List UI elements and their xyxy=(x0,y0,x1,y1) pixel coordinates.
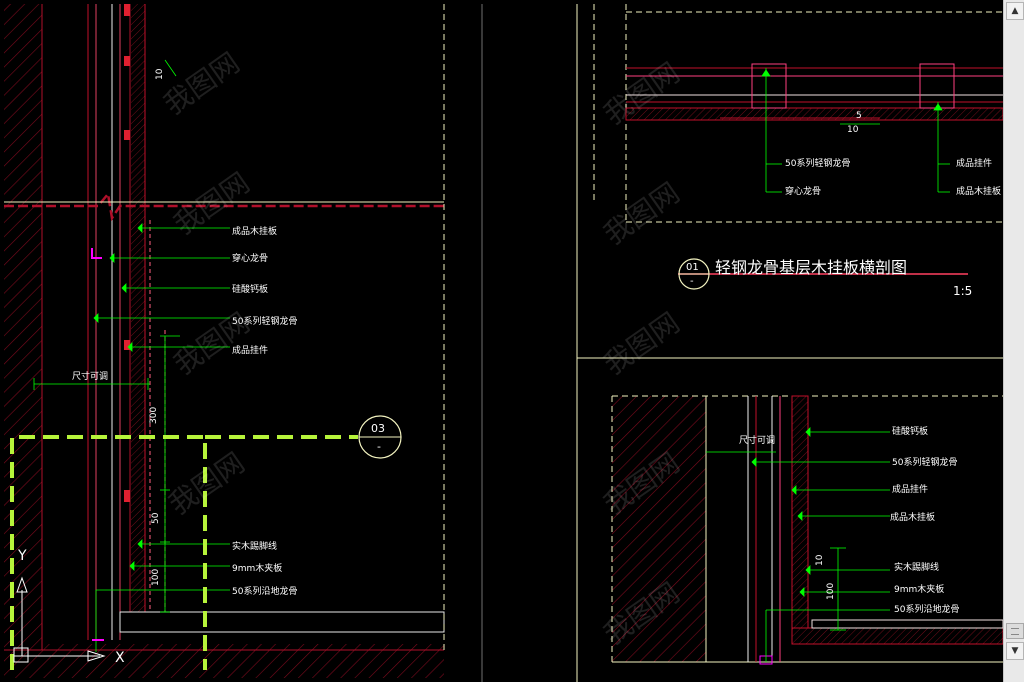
left-wall-section xyxy=(4,4,445,678)
section-number: 01 xyxy=(686,262,699,273)
bottom-right-section xyxy=(611,395,1003,665)
section-title: 轻钢龙骨基层木挂板横剖图 xyxy=(715,258,908,277)
scroll-down-button[interactable]: ▼ xyxy=(1006,642,1024,660)
section-sheet: - xyxy=(690,276,694,287)
dim-adjustable: 尺寸可调 xyxy=(72,372,109,382)
dim-50: 50 xyxy=(151,512,161,524)
label-floor-keel: 50系列沿地龙骨 xyxy=(232,587,298,597)
callout-bubble-03[interactable] xyxy=(358,415,402,459)
dim-adjustable-br: 尺寸可调 xyxy=(739,436,776,446)
ucs-x-label: X xyxy=(115,650,125,666)
label-calcium-silicate-board-br: 硅酸钙板 xyxy=(892,427,929,437)
label-plywood: 9mm木夹板 xyxy=(232,564,283,574)
section-scale: 1:5 xyxy=(953,284,973,298)
label-calcium-silicate-board: 硅酸钙板 xyxy=(232,285,269,295)
ucs-icon xyxy=(13,576,106,663)
dim-10-top: 10 xyxy=(847,125,859,135)
cad-drawing-canvas[interactable] xyxy=(0,0,1003,682)
callout-sheet: - xyxy=(377,440,381,453)
dim-300: 300 xyxy=(149,406,159,424)
label-skirting-br: 实木踢脚线 xyxy=(894,563,940,573)
label-hanger: 成品挂件 xyxy=(232,346,269,356)
label-steel-keel-top: 50系列轻钢龙骨 xyxy=(785,159,851,169)
label-wood-panel: 成品木挂板 xyxy=(232,227,278,237)
vertical-scrollbar[interactable]: ▲ ▼ xyxy=(1003,0,1024,682)
label-wood-panel-br: 成品木挂板 xyxy=(890,513,936,523)
label-steel-keel: 50系列轻钢龙骨 xyxy=(232,317,298,327)
label-through-keel-top: 穿心龙骨 xyxy=(785,187,822,197)
dim-100: 100 xyxy=(151,568,161,586)
left-magenta-marks xyxy=(91,248,104,641)
label-steel-keel-br: 50系列轻钢龙骨 xyxy=(892,458,958,468)
section-title-block xyxy=(678,258,968,290)
label-hanger-br: 成品挂件 xyxy=(892,485,929,495)
label-plywood-br: 9mm木夹板 xyxy=(894,585,945,595)
top-right-leaders xyxy=(761,68,950,193)
dim-5-top: 5 xyxy=(856,111,862,121)
label-wood-panel-top: 成品木挂板 xyxy=(956,187,1002,197)
dim-100-br: 100 xyxy=(826,582,836,600)
drawing-viewport[interactable]: 我图网 我图网 我图网 我图网 我图网 我图网 我图网 我图网 我图网 成品木挂… xyxy=(0,0,1003,682)
dim-10: 10 xyxy=(155,68,165,80)
callout-number: 03 xyxy=(371,422,385,435)
label-skirting: 实木踢脚线 xyxy=(232,542,278,552)
top-right-section xyxy=(625,63,1003,121)
label-through-keel: 穿心龙骨 xyxy=(232,254,269,264)
chevron-down-icon: ▼ xyxy=(1011,646,1019,656)
sheet-grid-lines xyxy=(4,4,1003,682)
scroll-thumb[interactable] xyxy=(1006,623,1024,639)
ucs-y-label: Y xyxy=(18,548,27,564)
left-leaders xyxy=(33,59,230,652)
bottom-right-leaders xyxy=(706,427,890,662)
chevron-up-icon: ▲ xyxy=(1011,6,1019,16)
dim-10-br: 10 xyxy=(815,554,825,566)
scroll-up-button[interactable]: ▲ xyxy=(1006,2,1024,20)
label-floor-keel-br: 50系列沿地龙骨 xyxy=(894,605,960,615)
label-hanger-top: 成品挂件 xyxy=(956,159,993,169)
detail-highlight-box xyxy=(10,435,358,670)
